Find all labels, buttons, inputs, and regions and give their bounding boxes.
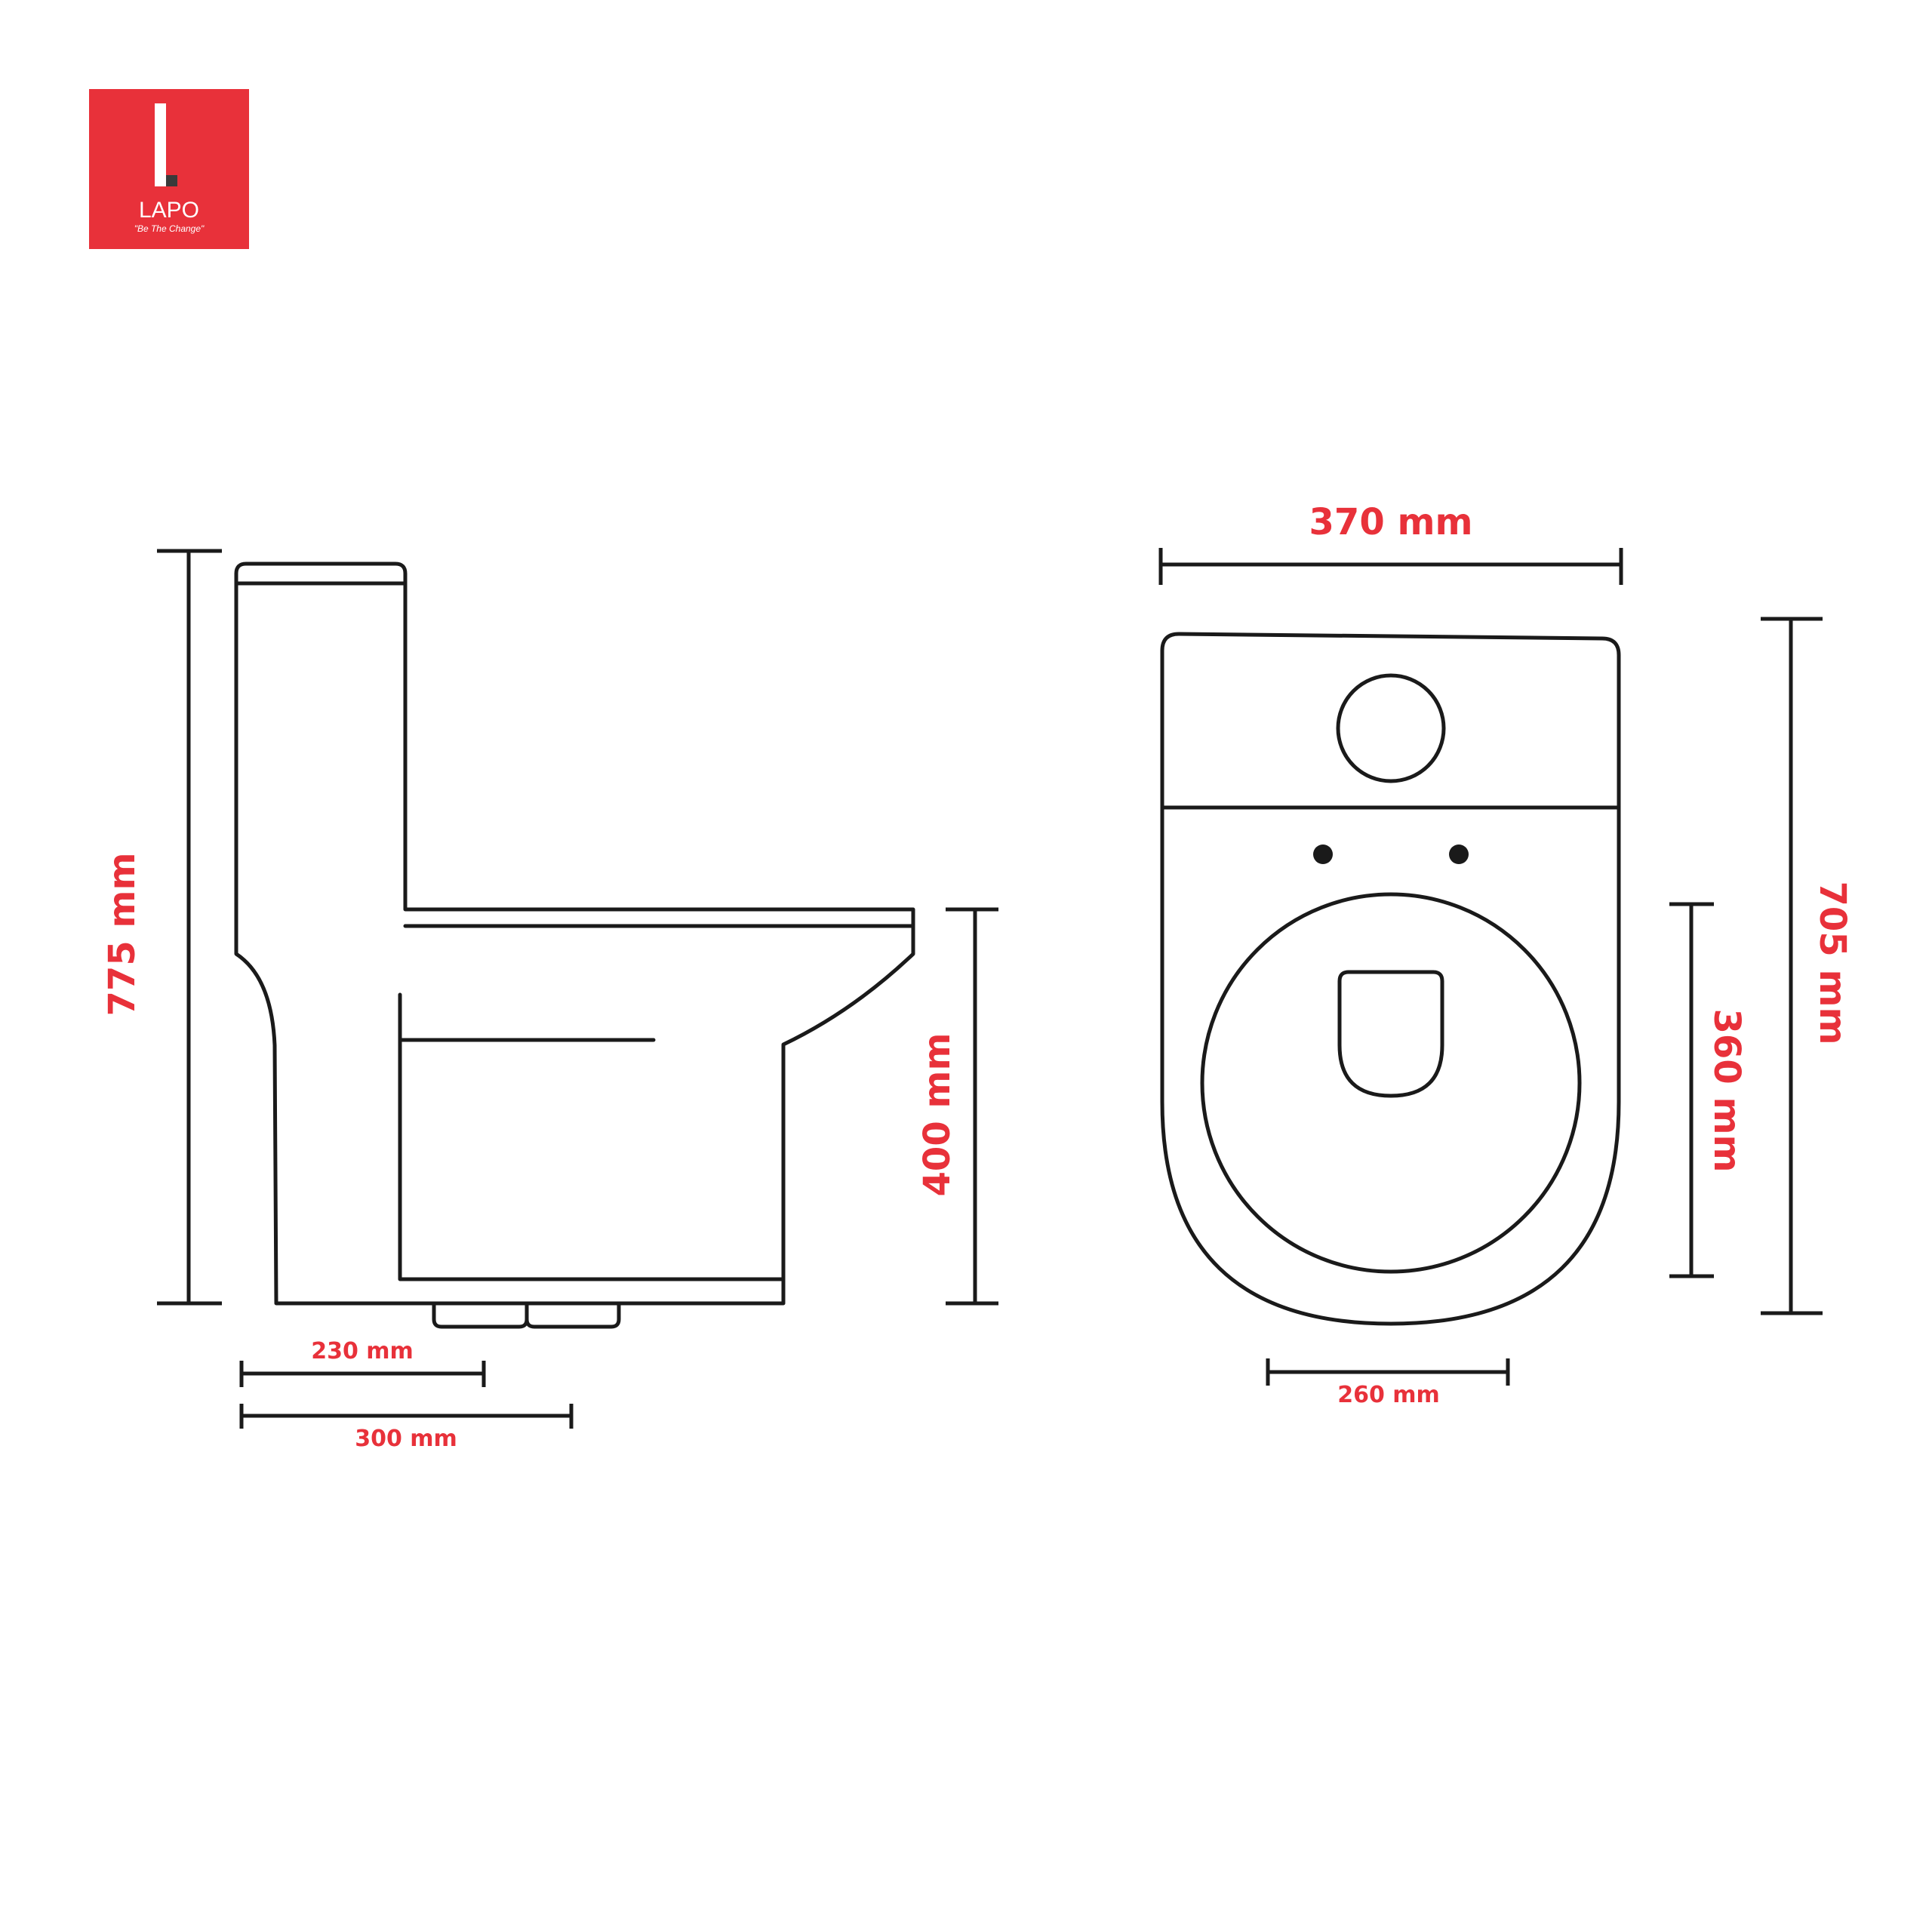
hinge-bolt-right-icon [1449, 844, 1469, 864]
seat-height-dimension: 400 mm [916, 907, 998, 1306]
rough-in-label: 230 mm [311, 1338, 414, 1364]
top-view-outline [1160, 632, 1621, 1326]
base-depth-dimension: 300 mm [239, 1404, 574, 1452]
side-view-outline [234, 561, 915, 1306]
base-depth-label: 300 mm [355, 1426, 457, 1452]
length-dimension: 705 mm [1761, 617, 1854, 1315]
bowl-width-label: 260 mm [1337, 1382, 1440, 1408]
height-label: 775 mm [101, 853, 143, 1017]
height-dimension: 775 mm [101, 549, 222, 1306]
seat-height-label: 400 mm [916, 1033, 958, 1197]
brand-name: LAPO [139, 198, 199, 223]
width-dimension: 370 mm [1158, 501, 1623, 585]
rough-in-dimension: 230 mm [239, 1338, 486, 1387]
hinge-bolt-left-icon [1313, 844, 1333, 864]
side-view: 775 mm 400 mm 230 mm 300 mm [101, 549, 998, 1452]
foot-right [525, 1301, 621, 1329]
top-view: 370 mm 705 mm 360 mm 260 mm [1158, 501, 1854, 1408]
bowl-length-label: 360 mm [1706, 1009, 1748, 1173]
length-label: 705 mm [1811, 881, 1854, 1045]
brand-logo: LAPO "Be The Change" [89, 89, 249, 249]
drain-opening [1337, 970, 1444, 1098]
bowl-width-dimension: 260 mm [1266, 1358, 1510, 1408]
inner-bowl-line [398, 992, 786, 1281]
flush-button-icon [1336, 673, 1446, 783]
bowl-rim [1200, 892, 1582, 1274]
width-label: 370 mm [1309, 501, 1473, 543]
bowl-length-dimension: 360 mm [1669, 902, 1748, 1278]
brand-tagline: "Be The Change" [134, 223, 205, 234]
foot-left [432, 1301, 529, 1329]
